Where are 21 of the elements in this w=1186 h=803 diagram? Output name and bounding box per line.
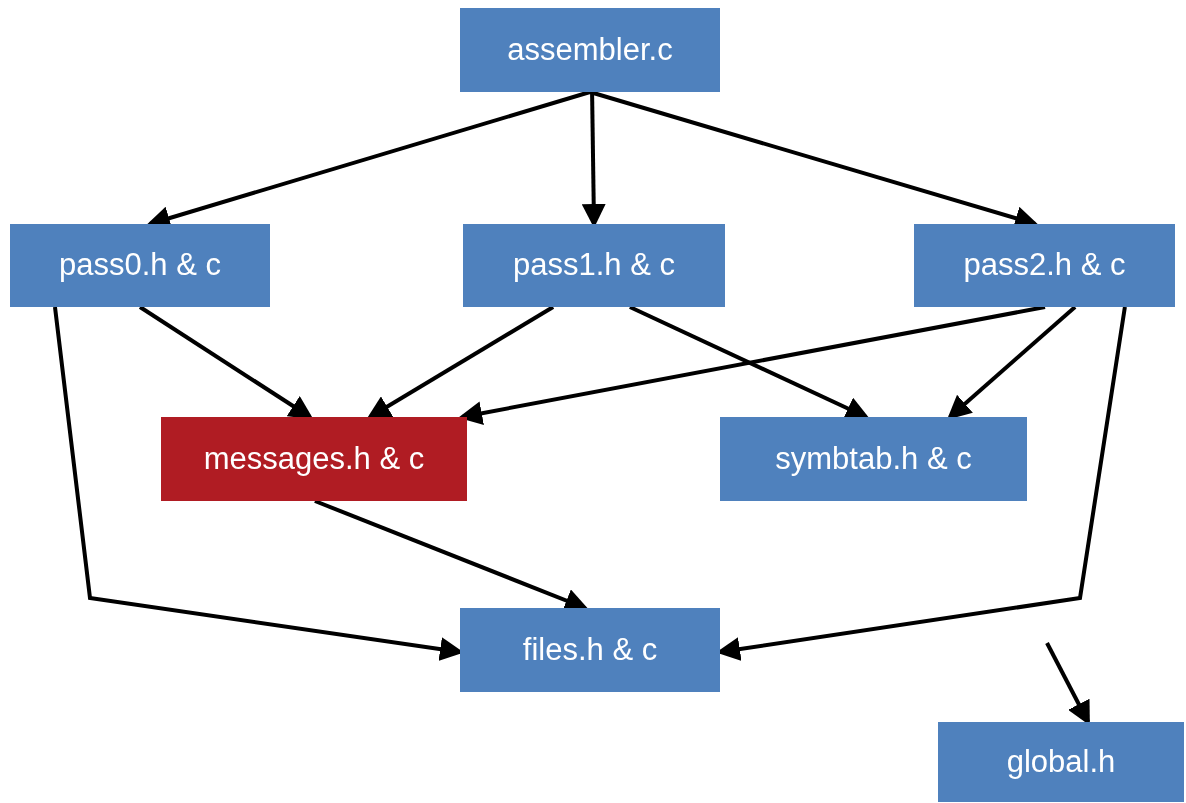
- file-name: messages.h & c: [203, 439, 425, 478]
- file-box: [460, 608, 720, 692]
- file-box: [720, 417, 1027, 501]
- file-name: global.h: [1006, 742, 1116, 781]
- file-name: pass1.h & c: [513, 246, 675, 285]
- arrow: [458, 305, 1046, 426]
- file-box: [10, 224, 270, 307]
- arrow: [138, 305, 314, 420]
- file-box: [938, 722, 1184, 802]
- file-name: files.h & c: [522, 630, 658, 669]
- file-box: [460, 8, 720, 92]
- file-box: [161, 417, 467, 501]
- arrow: [629, 305, 870, 420]
- file-name: pass2.h & c: [963, 246, 1126, 285]
- file-name: assembler.c: [507, 30, 673, 69]
- arrow: [946, 305, 1077, 420]
- file-name: symbtab.h & c: [775, 439, 972, 478]
- file-name: pass0.h & c: [59, 246, 221, 285]
- file-box: [914, 224, 1175, 307]
- file-box: [463, 224, 725, 307]
- arrow: [366, 305, 555, 420]
